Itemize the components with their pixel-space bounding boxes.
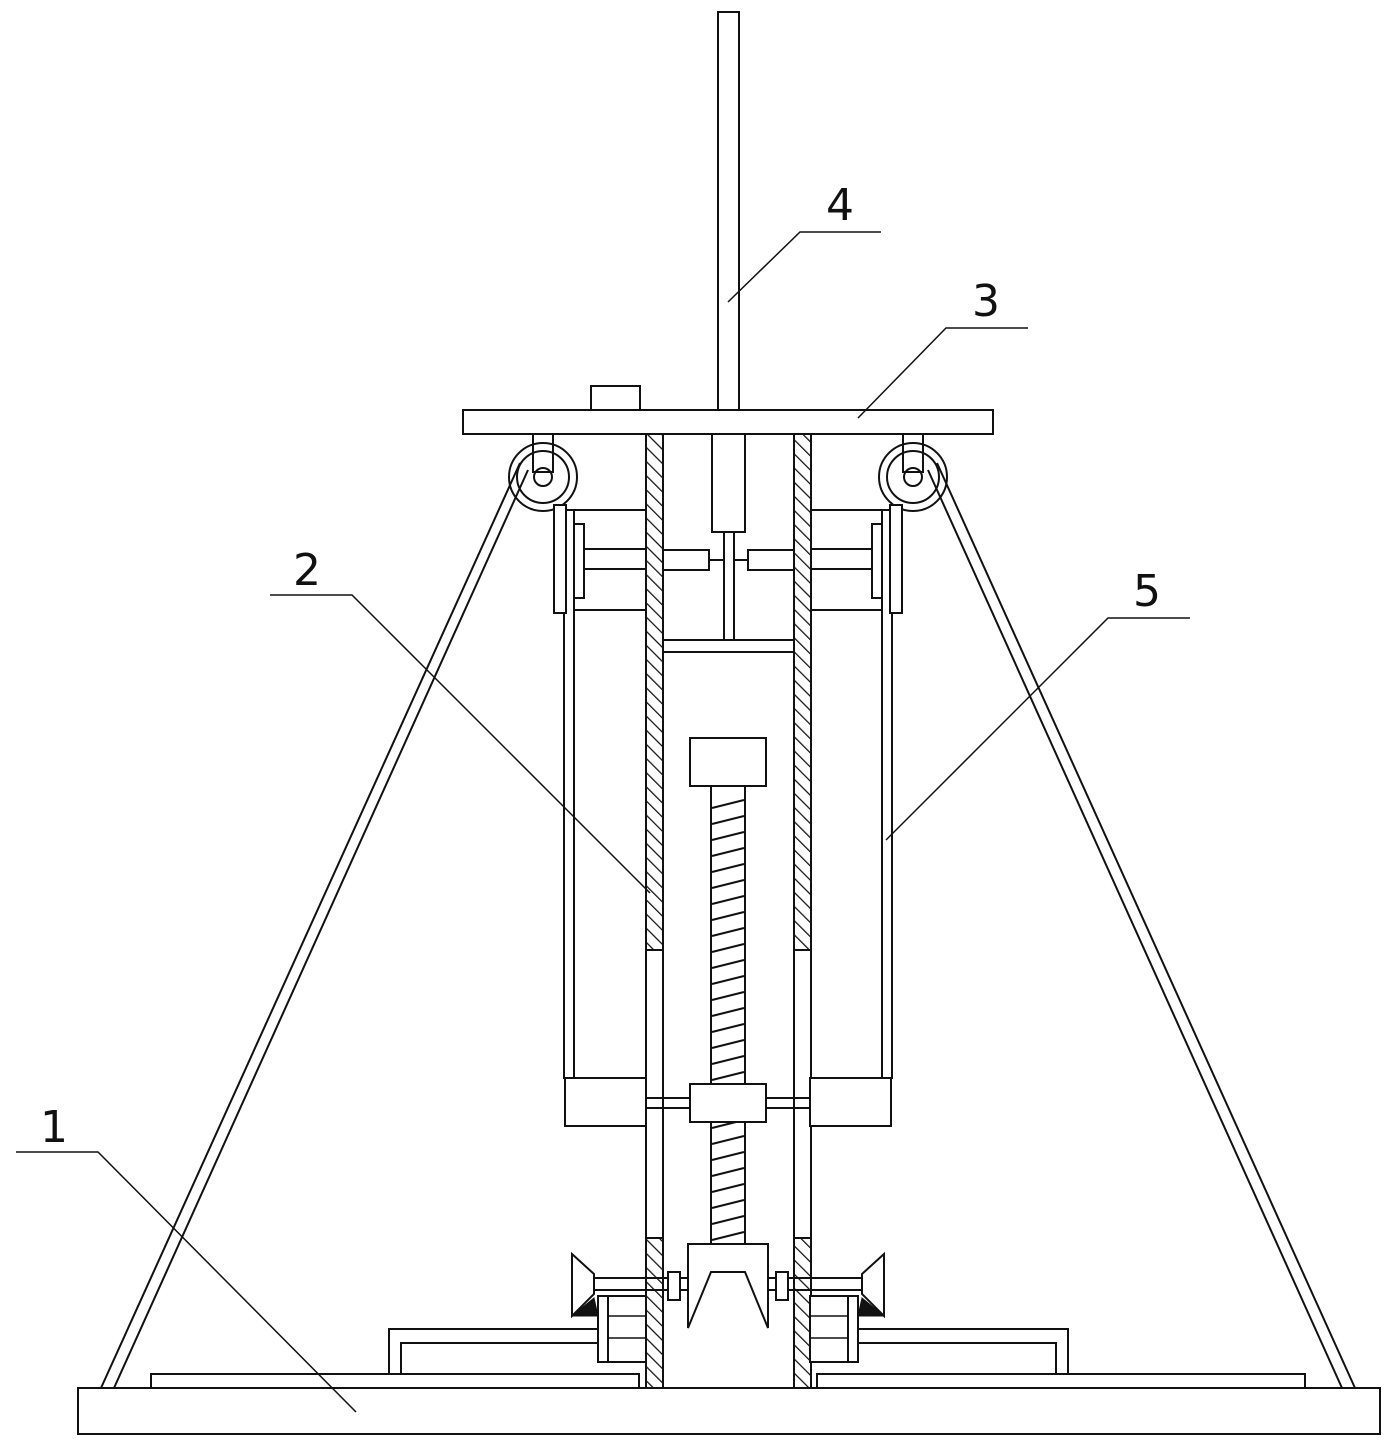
screw-thread xyxy=(711,799,745,809)
screw-thread xyxy=(711,1231,745,1241)
cylinder-actuator xyxy=(662,433,795,653)
screw-thread xyxy=(711,1167,745,1177)
right-guy-cable xyxy=(927,462,1356,1389)
screw-thread xyxy=(711,863,745,873)
right-side-frame xyxy=(809,504,903,1079)
label-2: 2 xyxy=(293,545,321,596)
screw-thread xyxy=(711,815,745,825)
label-5: 5 xyxy=(1133,566,1161,617)
screw-thread xyxy=(711,991,745,1001)
screw-thread xyxy=(711,1215,745,1225)
left-guy-cable xyxy=(100,462,529,1389)
screw-thread xyxy=(711,1151,745,1161)
screw-thread xyxy=(711,831,745,841)
leader-lines xyxy=(16,231,1190,1413)
screw-thread xyxy=(711,1055,745,1065)
left-pulley xyxy=(508,433,578,512)
screw-thread xyxy=(711,1199,745,1209)
mast-rod xyxy=(717,11,740,411)
screw-thread xyxy=(711,1023,745,1033)
base-plate xyxy=(77,1373,1381,1435)
screw-thread xyxy=(711,895,745,905)
left-column xyxy=(645,433,664,1389)
bevel-gear-assembly xyxy=(570,1243,886,1363)
left-side-frame xyxy=(553,504,647,1079)
label-4: 4 xyxy=(826,180,854,231)
screw-thread xyxy=(711,847,745,857)
leader-1 xyxy=(16,1151,357,1413)
leader-5 xyxy=(885,617,1190,841)
screw-thread xyxy=(711,927,745,937)
left-foot-frame xyxy=(388,1328,598,1374)
label-1: 1 xyxy=(40,1102,68,1153)
screw-thread xyxy=(711,879,745,889)
screw-thread xyxy=(711,1135,745,1145)
slider-assembly xyxy=(564,1077,892,1127)
screw-thread xyxy=(711,1007,745,1017)
screw-thread xyxy=(711,1071,745,1081)
screw-thread xyxy=(711,959,745,969)
screw-thread xyxy=(711,975,745,985)
part-labels: 1 2 3 4 5 xyxy=(40,180,1161,1153)
leader-3 xyxy=(857,327,1028,419)
right-foot-frame xyxy=(858,1328,1069,1374)
screw-thread xyxy=(711,943,745,953)
top-block xyxy=(590,385,641,411)
screw-thread xyxy=(711,911,745,921)
leader-4 xyxy=(727,231,881,303)
screw-thread xyxy=(711,1039,745,1049)
right-pulley xyxy=(878,433,948,512)
lead-screw xyxy=(689,737,767,1245)
leader-2 xyxy=(270,594,651,894)
top-plate xyxy=(462,409,994,435)
screw-thread xyxy=(711,1183,745,1193)
label-3: 3 xyxy=(972,276,1000,327)
right-column xyxy=(793,433,812,1389)
